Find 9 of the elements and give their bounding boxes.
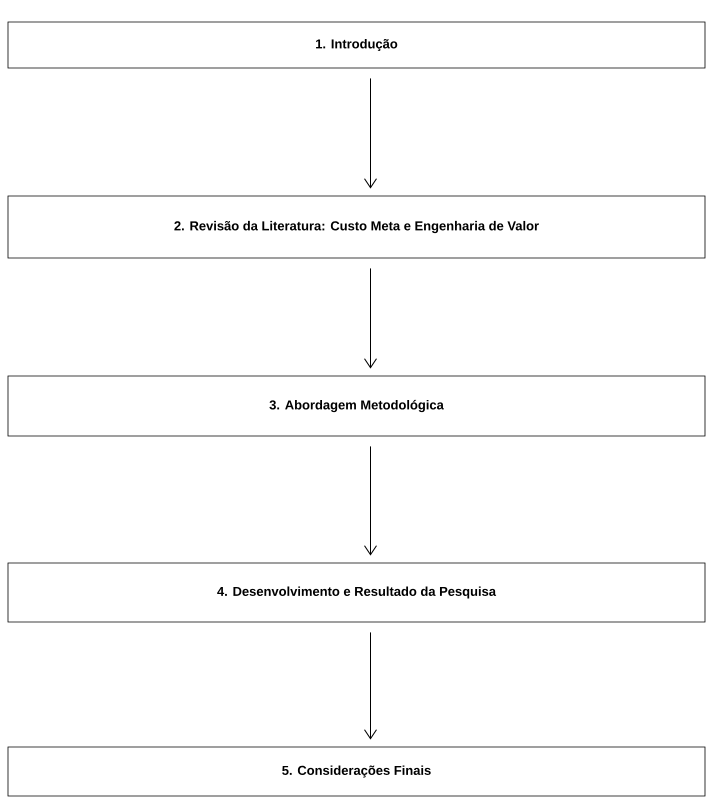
process-box: 5. Considerações Finais — [8, 746, 706, 796]
arrow — [364, 268, 377, 369]
arrow — [364, 78, 377, 189]
process-box: 2. Revisão da Literatura: Custo Meta e Engenharia de Valor — [8, 196, 706, 258]
arrow — [364, 446, 377, 556]
arrow — [364, 632, 377, 740]
process-box: 1. Introdução — [8, 22, 706, 68]
process-box: 4. Desenvolvimento e Resultado da Pesquisa — [8, 562, 706, 622]
process-box: 3. Abordagem Metodológica — [8, 376, 706, 436]
